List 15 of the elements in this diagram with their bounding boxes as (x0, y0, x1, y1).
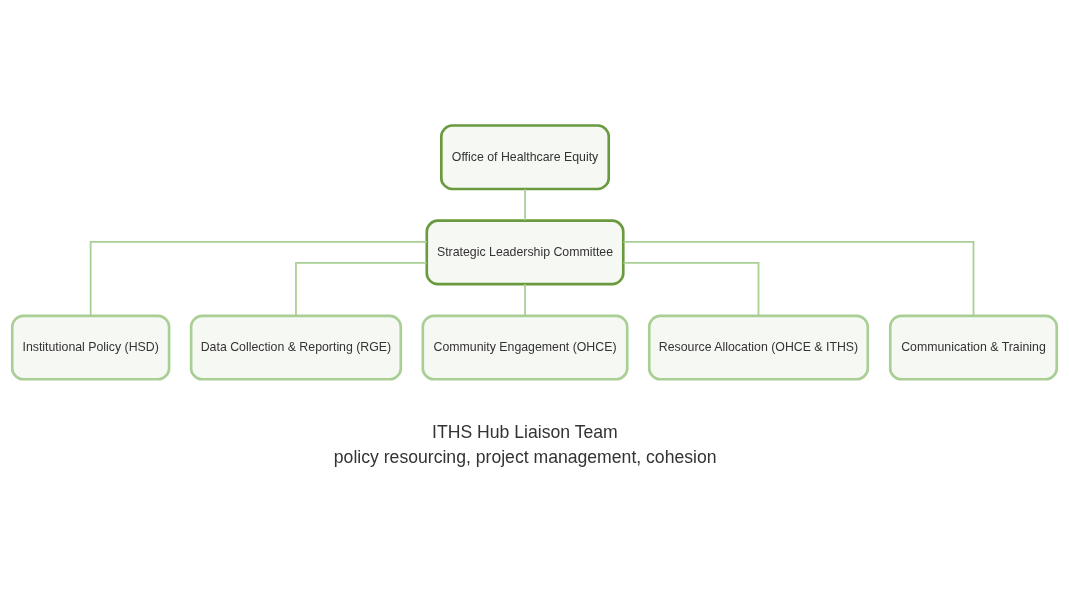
connector (295, 262, 428, 317)
node-box: Community Engagement (OHCE) (421, 314, 629, 381)
node-box: Data Collection & Reporting (RGE) (189, 314, 403, 381)
connector (89, 240, 428, 317)
connector (622, 262, 760, 317)
connector (622, 240, 975, 317)
connector (524, 188, 526, 222)
connector (524, 283, 526, 317)
node-box: Communication & Training (888, 314, 1059, 381)
node-box: Strategic Leadership Committee (425, 219, 625, 286)
label: ITHS Hub Liaison Team (432, 422, 618, 443)
label: policy resourcing, project management, cohesion (333, 446, 717, 467)
node-box: Institutional Policy (HSD) (10, 314, 171, 381)
node-box: Resource Allocation (OHCE & ITHS) (647, 314, 870, 381)
node-box: Office of Healthcare Equity (440, 124, 611, 191)
